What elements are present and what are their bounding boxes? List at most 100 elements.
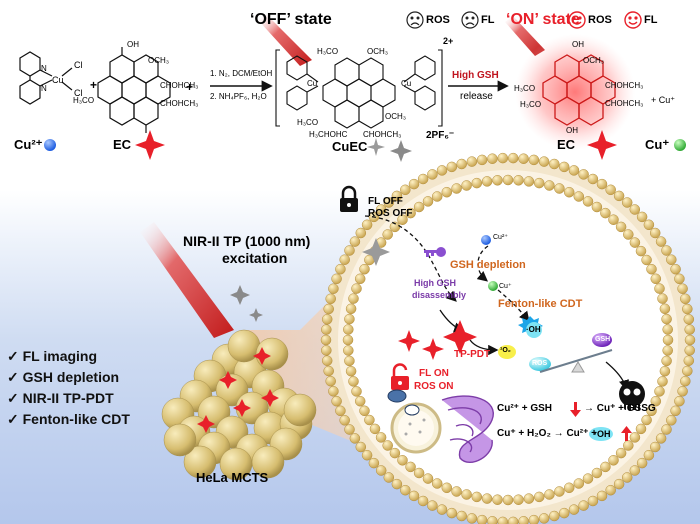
lipid-head — [344, 313, 355, 325]
lipid-head — [382, 229, 393, 240]
lipid-head — [335, 405, 346, 417]
lipid-head — [466, 156, 478, 167]
lipid-head — [383, 472, 395, 483]
cell-ball — [163, 423, 197, 457]
feature-text: NIR-II TP-PDT — [22, 390, 114, 406]
tp-pdt-label: TP-PDT — [454, 349, 491, 360]
lipid-head — [558, 161, 570, 173]
lipid-head — [615, 221, 627, 233]
endoplasmic-reticulum — [441, 395, 494, 464]
lipid-head — [683, 314, 695, 325]
charge-label: 2+ — [443, 36, 454, 46]
lipid-head — [405, 207, 416, 219]
lipid-head — [351, 283, 362, 294]
lipid-head — [683, 355, 695, 366]
cuec-h3co2-label: H₃CO — [297, 118, 319, 127]
lipid-head — [431, 191, 443, 202]
fl-off-label: FL OFF — [368, 196, 403, 207]
lipid-head — [596, 178, 608, 190]
lipid-head — [383, 197, 395, 208]
lipid-head — [413, 201, 425, 213]
feature-gsh-depletion: ✓ GSH depletion — [7, 369, 120, 385]
lipid-head — [659, 365, 671, 377]
gsh-label: GSH — [595, 336, 611, 343]
lipid-head — [582, 473, 594, 484]
lipid-head — [400, 184, 411, 196]
fenton-label: Fenton-like CDT — [498, 298, 583, 310]
o2-label: ¹O₂ — [500, 347, 511, 354]
cuec-sparkle-icon — [367, 138, 385, 156]
lipid-head — [615, 447, 627, 459]
cuec-och3b-label: OCH₃ — [385, 112, 407, 121]
lipid-head — [481, 176, 493, 187]
ros-on-label: ROS ON — [414, 381, 454, 392]
lipid-head — [549, 158, 560, 170]
ros-off-label: ROS OFF — [368, 208, 413, 219]
high-gsh-cell-label: High GSH — [414, 278, 456, 288]
cu2-ion-ball — [481, 235, 491, 245]
off-state-label: ‘OFF’ state — [250, 11, 332, 28]
lipid-head — [349, 236, 361, 247]
up-arrow-icon — [621, 426, 632, 441]
red-sparkle-spheroid — [233, 399, 251, 417]
lipid-head — [623, 229, 634, 240]
lipid-head — [573, 191, 585, 202]
fl-happy-face-icon — [624, 11, 642, 29]
ec-on-sparkle-icon — [587, 130, 617, 160]
lipid-head — [654, 283, 665, 294]
lipid-head — [328, 386, 339, 397]
on-och3-label: OCH₃ — [583, 56, 605, 65]
lipid-head — [417, 173, 429, 185]
lipid-heads-inner — [342, 174, 674, 506]
lipid-head — [492, 494, 503, 505]
lipid-head — [471, 491, 483, 503]
lipid-head — [563, 482, 575, 494]
singlet-oxygen-ball — [498, 345, 516, 359]
lipid-heads-outer — [320, 152, 696, 524]
lipid-head — [325, 293, 336, 305]
lipid-head — [427, 169, 438, 180]
lipid-head — [677, 386, 688, 397]
lipid-head — [518, 153, 529, 164]
lipid-head — [655, 236, 667, 247]
laser-beam-top-left — [258, 14, 312, 66]
lipid-head — [345, 365, 357, 377]
down-arrow-icon — [570, 402, 581, 417]
lipid-head — [596, 490, 608, 502]
lipid-head — [613, 478, 625, 490]
lipid-head — [320, 334, 332, 346]
hela-label: HeLa MCTS — [196, 470, 269, 485]
lipid-head — [456, 158, 467, 170]
gsh-depletion-label: GSH depletion — [450, 259, 526, 271]
cu2-label: Cu²⁺ — [14, 137, 43, 152]
lipid-head — [351, 386, 362, 397]
excitation-line2: excitation — [222, 250, 288, 266]
cell-cu1-label: Cu⁺ — [499, 283, 512, 290]
lipid-head — [364, 414, 375, 426]
sparkle-gray-3 — [362, 238, 390, 266]
lipid-head — [502, 494, 514, 506]
cuec-h3co-label: H₃CO — [317, 47, 339, 56]
lipid-head — [605, 184, 616, 196]
lipid-head — [487, 153, 498, 164]
sparkle-gray-2 — [249, 308, 263, 322]
lipid-head — [641, 254, 652, 266]
lipid-head — [461, 180, 472, 191]
lipid-head — [629, 432, 641, 443]
lipid-head — [507, 516, 519, 524]
cuec-cu1-label: Cu — [307, 79, 318, 88]
cu1-ion-ball — [488, 281, 498, 291]
feature-text: GSH depletion — [22, 369, 120, 385]
ec-on-label: EC — [557, 137, 576, 152]
lipid-head — [518, 516, 529, 524]
lipid-head — [368, 457, 380, 469]
lipid-head — [641, 414, 652, 426]
mitochondria-icon — [387, 389, 420, 416]
lipid-head — [643, 449, 655, 461]
lipid-head — [650, 273, 662, 285]
red-sparkle-spheroid — [253, 347, 271, 365]
lipid-head — [382, 440, 393, 451]
cuec-cu2-label: Cu — [401, 79, 412, 88]
lipid-head — [348, 293, 359, 304]
seesaw-beam — [539, 349, 613, 373]
